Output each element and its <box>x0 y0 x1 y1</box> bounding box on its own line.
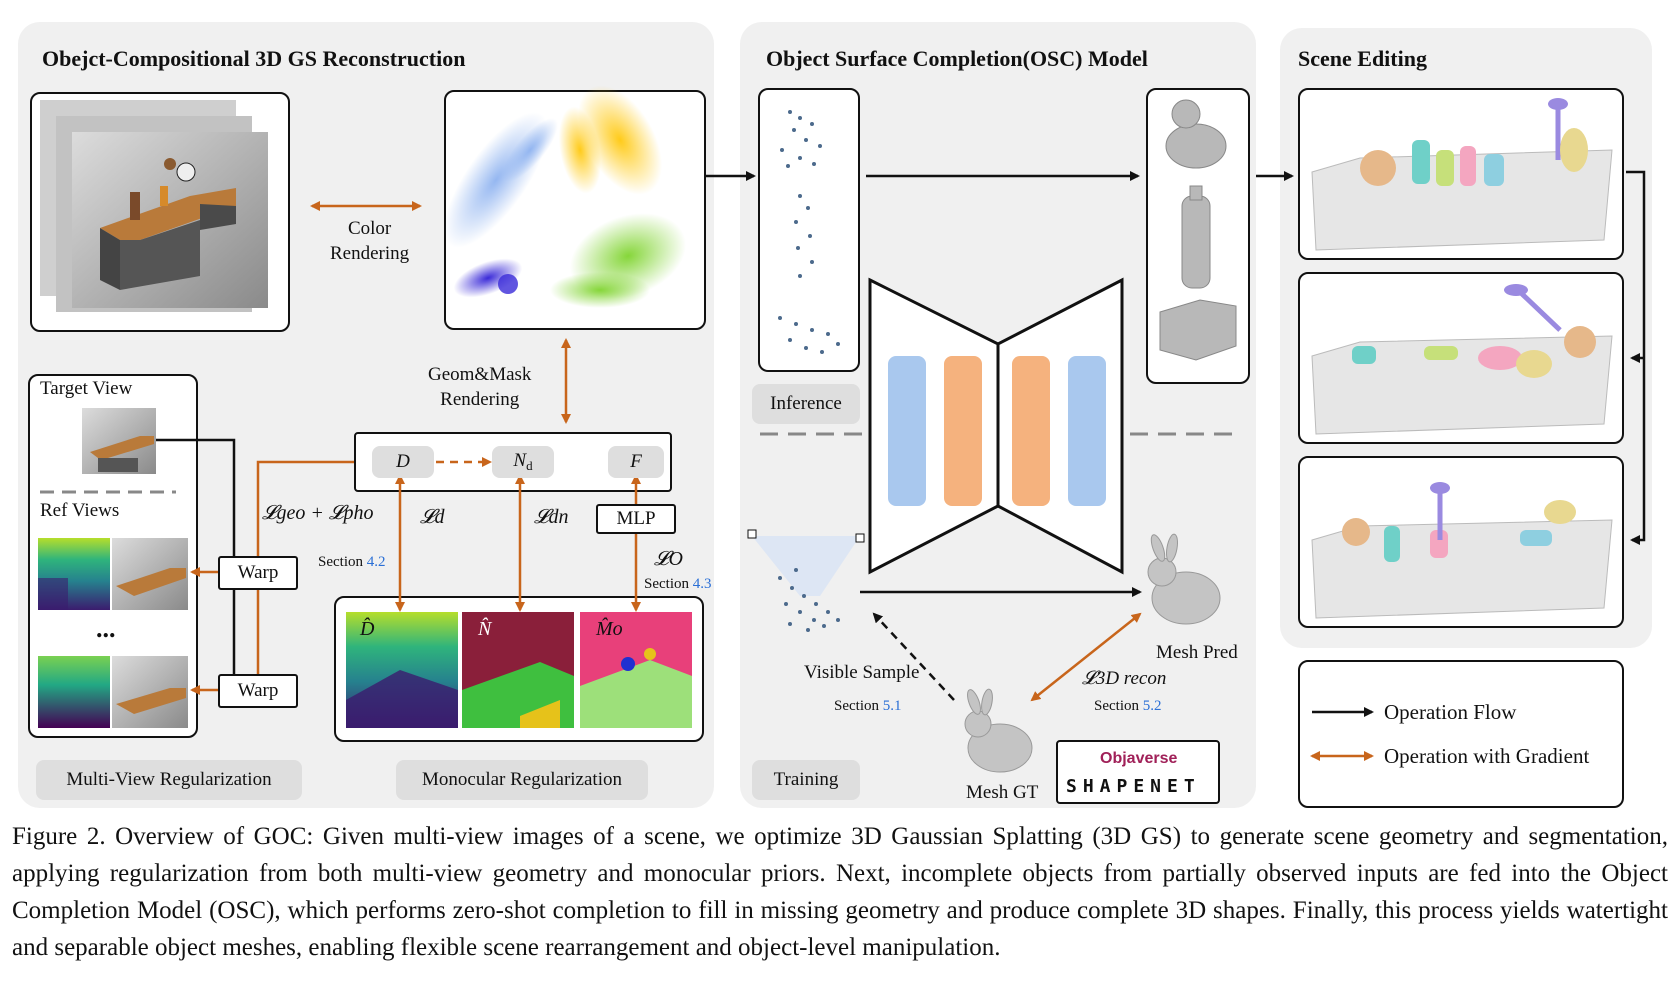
mlp-box: MLP <box>596 504 676 534</box>
partial-pointclouds <box>778 110 840 354</box>
target-view-image <box>82 408 156 474</box>
legend-flow-label: Operation Flow <box>1384 700 1517 724</box>
normal-prior-label: N̂ <box>478 618 492 640</box>
ref-views-images <box>38 538 188 728</box>
normal-symbol: Nd <box>513 450 533 473</box>
warp-label-2: Warp <box>237 680 279 701</box>
osc-title: Object Surface Completion(OSC) Model <box>766 46 1148 71</box>
shapenet-logo: SHAPENET <box>1066 776 1201 797</box>
loss-3d-recon: 𝓛3D recon <box>1082 668 1167 689</box>
mlp-label: MLP <box>616 508 656 529</box>
mesh-pred-bunny <box>1147 533 1221 625</box>
inference-pill: Inference <box>752 384 860 424</box>
feature-symbol: F <box>630 451 642 472</box>
osc-network <box>868 277 1124 575</box>
color-rendering-label: Color Rendering <box>330 218 410 264</box>
monocular-prior-images <box>346 612 692 728</box>
monocular-regularization-pill: Monocular Regularization <box>396 760 648 800</box>
input-image-stack <box>40 100 268 312</box>
geom-mask-rendering-label: Geom&Mask Rendering <box>428 364 532 410</box>
gaussian-splats <box>443 85 687 308</box>
reconstruction-title: Obejct-Compositional 3D GS Reconstructio… <box>42 46 466 71</box>
loss-geo-pho: 𝓛geo + 𝓛pho <box>262 502 374 524</box>
partial-pointcloud-box <box>758 88 860 372</box>
visible-sample-label: Visible Sample <box>804 662 920 683</box>
visible-sample-pointcloud <box>747 529 865 632</box>
ellipsis-label: ... <box>96 614 116 643</box>
warp-label-1: Warp <box>237 562 279 583</box>
mask-prior-label: M̂o <box>596 618 623 640</box>
loss-depth: 𝓛d <box>420 506 445 528</box>
depth-chip: D <box>372 446 434 478</box>
feature-chip: F <box>608 446 664 478</box>
editing-title: Scene Editing <box>1298 46 1427 71</box>
mesh-gt-bunny <box>964 688 1033 773</box>
section-5-1[interactable]: Section 5.1 <box>834 698 902 714</box>
normal-chip: Nd <box>492 446 554 478</box>
loss-depth-normal: 𝓛dn <box>534 506 569 528</box>
ref-views-label: Ref Views <box>40 500 120 521</box>
multi-view-regularization-pill: Multi-View Regularization <box>36 760 302 800</box>
target-view-label: Target View <box>40 378 133 399</box>
legend-box <box>1298 660 1624 808</box>
dataset-logo-box <box>1056 740 1220 804</box>
mesh-pred-label: Mesh Pred <box>1156 642 1238 663</box>
objaverse-logo: Objaverse <box>1100 750 1178 767</box>
warp-box-1: Warp <box>218 556 298 590</box>
figure-caption: Figure 2. Overview of GOC: Given multi-v… <box>12 823 1668 961</box>
loss-object: 𝓛O <box>654 548 683 570</box>
depth-prior-label: D̂ <box>360 618 375 640</box>
training-pill: Training <box>752 760 860 800</box>
scene-edit-renders <box>1311 98 1613 619</box>
section-5-2[interactable]: Section 5.2 <box>1094 698 1162 714</box>
legend-gradient-label: Operation with Gradient <box>1384 744 1590 768</box>
mesh-gt-label: Mesh GT <box>966 782 1039 803</box>
warp-box-2: Warp <box>218 674 298 708</box>
completed-meshes <box>1159 99 1237 361</box>
depth-symbol: D <box>396 451 410 472</box>
section-4-3[interactable]: Section 4.3 <box>644 576 712 592</box>
section-4-2[interactable]: Section 4.2 <box>318 554 386 570</box>
